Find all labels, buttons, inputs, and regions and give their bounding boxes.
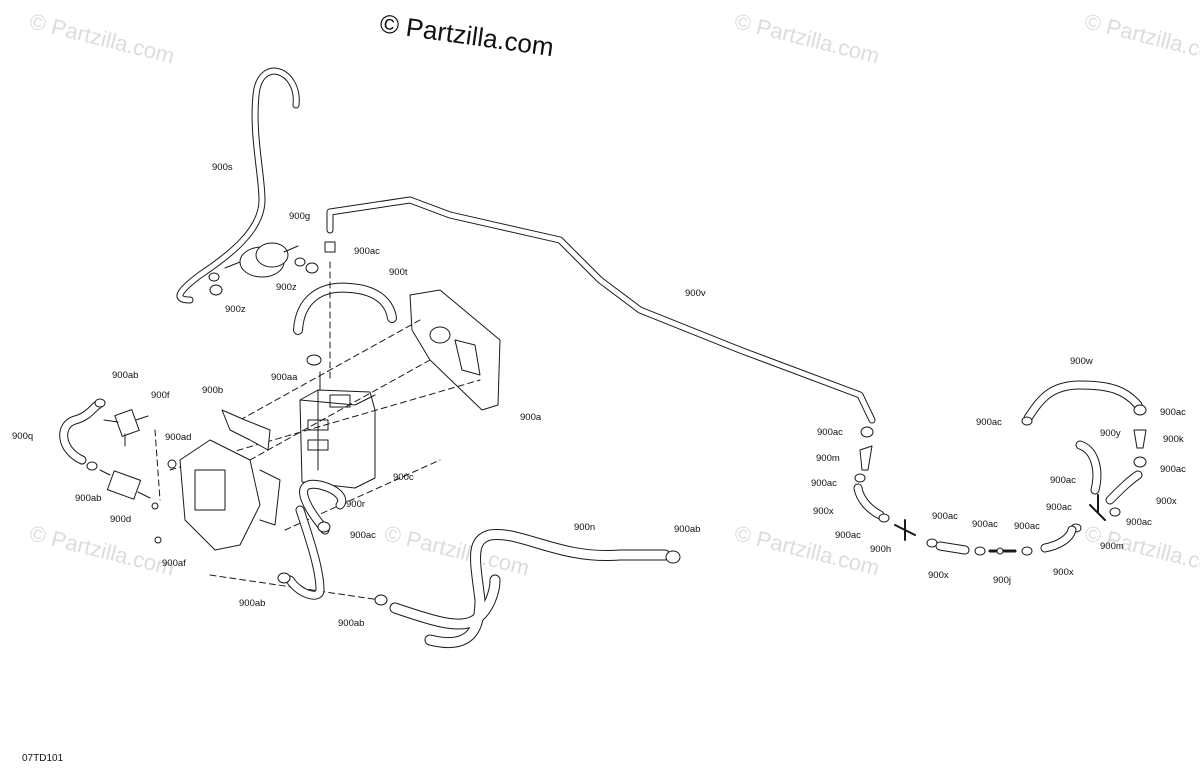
callout-900j: 900j [993,575,1011,586]
callout-900ab: 900ab [239,598,266,609]
callout-900ac: 900ac [972,519,998,530]
callout-900ad: 900ad [165,432,192,443]
callout-900r: 900r [346,499,366,510]
valve-900m [859,445,873,471]
hose-900v [326,196,876,424]
callout-900h: 900h [870,544,892,555]
callout-900c: 900c [393,472,414,483]
clamp-900ac [1021,546,1033,556]
clamp-900ac [1133,404,1147,416]
callout-900s: 900s [212,162,233,173]
clamp-900ac [860,426,874,438]
callout-900b: 900b [202,385,224,396]
callout-900ac: 900ac [811,478,837,489]
diagram-code: 07TD101 [22,753,64,764]
clamp-900ac [974,546,986,556]
clamp [86,461,98,471]
clamp-900ad [167,459,177,469]
tee-900m [1089,494,1106,521]
callout-900ac: 900ac [1046,502,1072,513]
callout-900x: 900x [1156,496,1177,507]
callout-900m: 900m [1100,541,1124,552]
clamp-900ab [665,550,681,564]
clamp [208,272,223,296]
valve-900k [1133,429,1147,449]
clamp-900ab [277,572,291,584]
filter-900d [99,469,151,500]
callout-900q: 900q [12,431,34,442]
callout-900af: 900af [162,558,186,569]
tee-900h [894,519,916,541]
clamp-900ab [374,594,388,606]
callout-900ac: 900ac [817,427,843,438]
callout-900ac: 900ac [976,417,1002,428]
callout-900a: 900a [520,412,542,423]
clamp-900ac [1133,456,1147,468]
callout-900ac: 900ac [1014,521,1040,532]
callout-900t: 900t [389,267,408,278]
clamp-900ac [317,521,331,533]
clamp-900ac [1021,416,1033,426]
bracket-900b [179,409,281,551]
callout-900ab: 900ab [75,493,102,504]
callout-900v: 900v [685,288,706,299]
callout-900ac: 900ac [1126,517,1152,528]
callout-900ab: 900ab [338,618,365,629]
canister-900c [299,371,376,489]
callout-900g: 900g [289,211,311,222]
callout-900z: 900z [225,304,246,315]
callout-900y: 900y [1100,428,1121,439]
callout-900ac: 900ac [354,246,380,257]
callout-900w: 900w [1070,356,1093,367]
hose-900t [293,282,397,335]
callout-900ac: 900ac [350,530,376,541]
valve-900f [103,409,149,447]
clamp-900ac [1109,507,1121,517]
hose-900x-mid [1040,525,1077,553]
callout-900d: 900d [110,514,132,525]
hose-900s [176,67,300,304]
callout-900ac: 900ac [932,511,958,522]
hose-900x-bottom [935,541,970,555]
hose-900q [59,400,103,465]
callout-900ac: 900ac [1160,407,1186,418]
clamp-900ac [926,538,938,548]
callout-900ac: 900ac [1160,464,1186,475]
bracket-900a [409,289,501,411]
callout-900aa: 900aa [271,372,298,383]
callout-900x: 900x [928,570,949,581]
clamp-900aa [306,354,322,366]
hose-900y [1075,440,1102,495]
hose-900x-right [1105,470,1143,505]
hose-900x-left [853,483,885,520]
callout-900f: 900f [151,390,170,401]
callout-900ab: 900ab [674,524,701,535]
hose-900w [1023,380,1143,423]
clamp-900ac [854,473,866,483]
callout-900ab: 900ab [112,370,139,381]
callout-900ac: 900ac [1050,475,1076,486]
clamp-900ac [878,513,890,523]
callout-900z: 900z [276,282,297,293]
callout-900n: 900n [574,522,596,533]
callout-900x: 900x [1053,567,1074,578]
fitting-900j [988,547,1017,555]
filter-900g [224,242,299,278]
clamp-900ac [324,241,336,253]
callout-900m: 900m [816,453,840,464]
callout-900k: 900k [1163,434,1184,445]
bolt-900af [151,502,162,544]
callout-900x: 900x [813,506,834,517]
clamp [94,398,106,408]
hose-900r [285,479,347,600]
clamp [294,257,319,274]
callout-900ac: 900ac [835,530,861,541]
hose-900n [389,528,671,649]
